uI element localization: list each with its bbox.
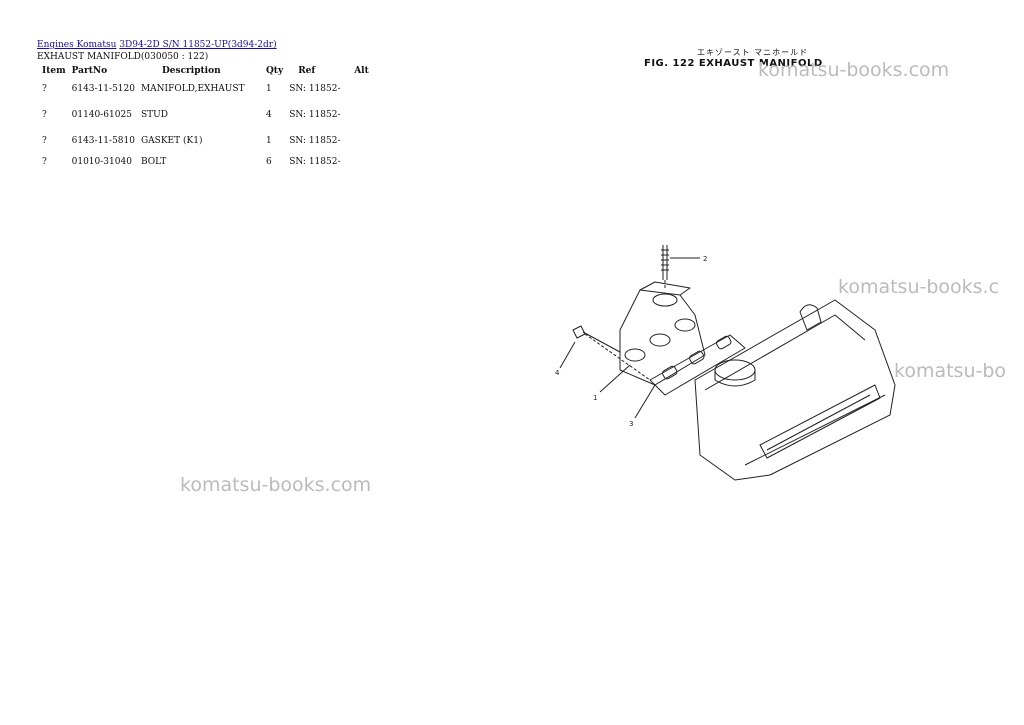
table-row: ? 6143-11-5120 MANIFOLD,EXHAUST 1 SN: 11…	[36, 84, 377, 110]
exhaust-manifold-part	[619, 289, 706, 386]
leader-line-1	[599, 364, 631, 393]
watermark: komatsu-bo	[894, 360, 1007, 382]
breadcrumb-link-model[interactable]: 3D94-2D S/N 11852-UP(3d94-2dr)	[119, 40, 277, 50]
table-row: ? 01010-31040 BOLT 6 SN: 11852-	[36, 157, 377, 177]
cell-description: BOLT	[140, 157, 167, 167]
figure-japanese-title: エキゾースト マニホールド	[697, 48, 809, 57]
exhaust-port	[649, 333, 671, 347]
leader-line-4	[559, 341, 576, 369]
watermark: komatsu-books.com	[758, 59, 950, 81]
bolt-shank	[582, 331, 621, 353]
cell-description: GASKET (K1)	[140, 136, 203, 146]
cylinder-head-outline	[694, 299, 896, 481]
cell-description: STUD	[140, 110, 168, 120]
cell-qty: 1	[265, 136, 272, 146]
cell-alt	[351, 110, 377, 136]
cell-ref: SN: 11852-	[289, 110, 341, 120]
oil-filler-neck	[714, 370, 756, 387]
header-partno: PartNo	[71, 66, 108, 76]
cylinder-head-base-line	[744, 394, 886, 466]
exhaust-manifold-diagram: 2 1 3 4	[555, 245, 896, 481]
cell-item: ?	[42, 136, 47, 146]
header-qty: Qty	[265, 66, 284, 76]
breadcrumb: Engines Komatsu 3D94-2D S/N 11852-UP(3d9…	[37, 40, 277, 50]
exhaust-port	[624, 348, 646, 362]
table-header-row: Item PartNo Description Qty Ref Alt	[36, 64, 377, 84]
intake-manifold	[759, 384, 881, 459]
gasket-port	[716, 335, 732, 350]
table-row: ? 01140-61025 STUD 4 SN: 11852-	[36, 110, 377, 136]
gasket-port	[662, 365, 678, 380]
cell-alt	[351, 136, 377, 157]
exhaust-port	[674, 318, 696, 332]
cell-ref: SN: 11852-	[289, 157, 341, 167]
cell-qty: 4	[265, 110, 272, 120]
gasket-outline	[649, 334, 746, 396]
callout-1: 1	[593, 394, 597, 402]
cell-alt	[351, 84, 377, 110]
table-row: ? 6143-11-5810 GASKET (K1) 1 SN: 11852-	[36, 136, 377, 157]
cell-ref: SN: 11852-	[289, 136, 341, 146]
gasket-port	[689, 350, 705, 365]
callout-2: 2	[703, 255, 707, 263]
header-description: Description	[161, 66, 221, 76]
cell-description: MANIFOLD,EXHAUST	[140, 84, 245, 94]
cell-item: ?	[42, 110, 47, 120]
header-item: Item	[42, 66, 66, 76]
cell-qty: 1	[265, 84, 272, 94]
watermark: komatsu-books.com	[180, 474, 372, 496]
breather-nozzle	[799, 304, 822, 331]
cell-partno: 6143-11-5120	[71, 84, 135, 94]
stud-thread	[661, 249, 669, 271]
header-ref: Ref	[298, 66, 316, 76]
intake-detail	[766, 394, 871, 451]
watermark: komatsu-books.c	[838, 276, 1000, 298]
parts-table: Item PartNo Description Qty Ref Alt ? 61…	[36, 64, 377, 177]
assembly-line	[584, 333, 651, 381]
exhaust-outlet	[652, 293, 678, 307]
cylinder-head-edge	[704, 314, 866, 391]
exhaust-flange-top	[639, 281, 691, 296]
leader-line-3	[634, 384, 656, 419]
cell-item: ?	[42, 157, 47, 167]
cell-alt	[351, 157, 377, 177]
callout-3: 3	[629, 420, 633, 428]
page-subtitle: EXHAUST MANIFOLD(030050 : 122)	[37, 52, 209, 62]
oil-filler-cap	[714, 359, 756, 381]
stud-part	[662, 245, 668, 280]
cell-partno: 01140-61025	[71, 110, 132, 120]
header-alt: Alt	[354, 66, 369, 76]
figure-title: FIG. 122 EXHAUST MANIFOLD	[644, 58, 823, 69]
callout-4: 4	[555, 369, 560, 377]
cell-ref: SN: 11852-	[289, 84, 341, 94]
cell-partno: 6143-11-5810	[71, 136, 135, 146]
cell-partno: 01010-31040	[71, 157, 132, 167]
cell-qty: 6	[265, 157, 272, 167]
breadcrumb-link-engines[interactable]: Engines Komatsu	[37, 40, 117, 50]
cell-item: ?	[42, 84, 47, 94]
